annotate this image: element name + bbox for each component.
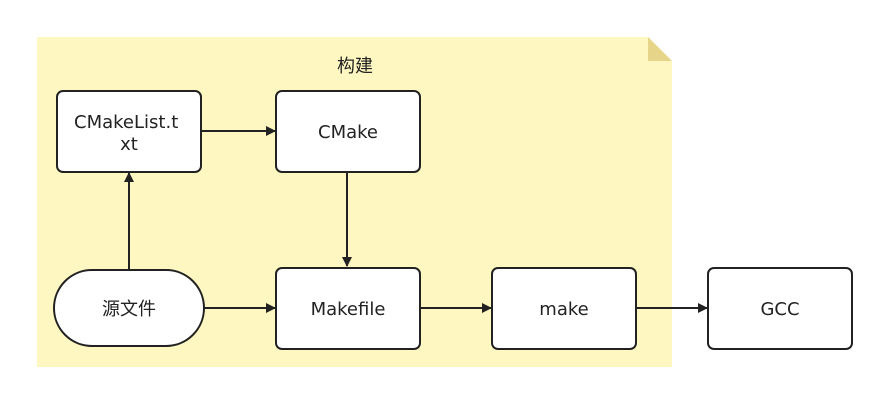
node-make[interactable]: make	[491, 267, 637, 350]
note-fold-corner	[648, 37, 672, 61]
node-gcc-label: GCC	[760, 299, 799, 320]
build-group-title: 构建	[337, 56, 373, 77]
node-cmakelist-box	[56, 90, 202, 173]
edges	[124, 126, 708, 313]
node-cmake[interactable]: CMake	[275, 90, 421, 173]
node-cmakelist-label: CMakeList.t xt	[74, 112, 184, 155]
node-source-label: 源文件	[102, 299, 156, 320]
node-source-box	[53, 269, 205, 347]
node-make-box	[491, 267, 637, 350]
node-cmakelist[interactable]: CMakeList.t xt	[56, 90, 202, 173]
node-cmake-box	[275, 90, 421, 173]
node-makefile[interactable]: Makefile	[275, 267, 421, 350]
node-makefile-box	[275, 267, 421, 350]
node-gcc-box	[707, 267, 853, 350]
node-makefile-label: Makefile	[311, 299, 386, 320]
node-cmakelist-label-line2: xt	[120, 134, 138, 155]
node-cmake-label: CMake	[318, 122, 378, 143]
node-source[interactable]: 源文件	[53, 269, 205, 347]
node-cmakelist-label-line1: CMakeList.t	[74, 112, 178, 133]
node-gcc[interactable]: GCC	[707, 267, 853, 350]
node-make-label: make	[539, 299, 588, 320]
